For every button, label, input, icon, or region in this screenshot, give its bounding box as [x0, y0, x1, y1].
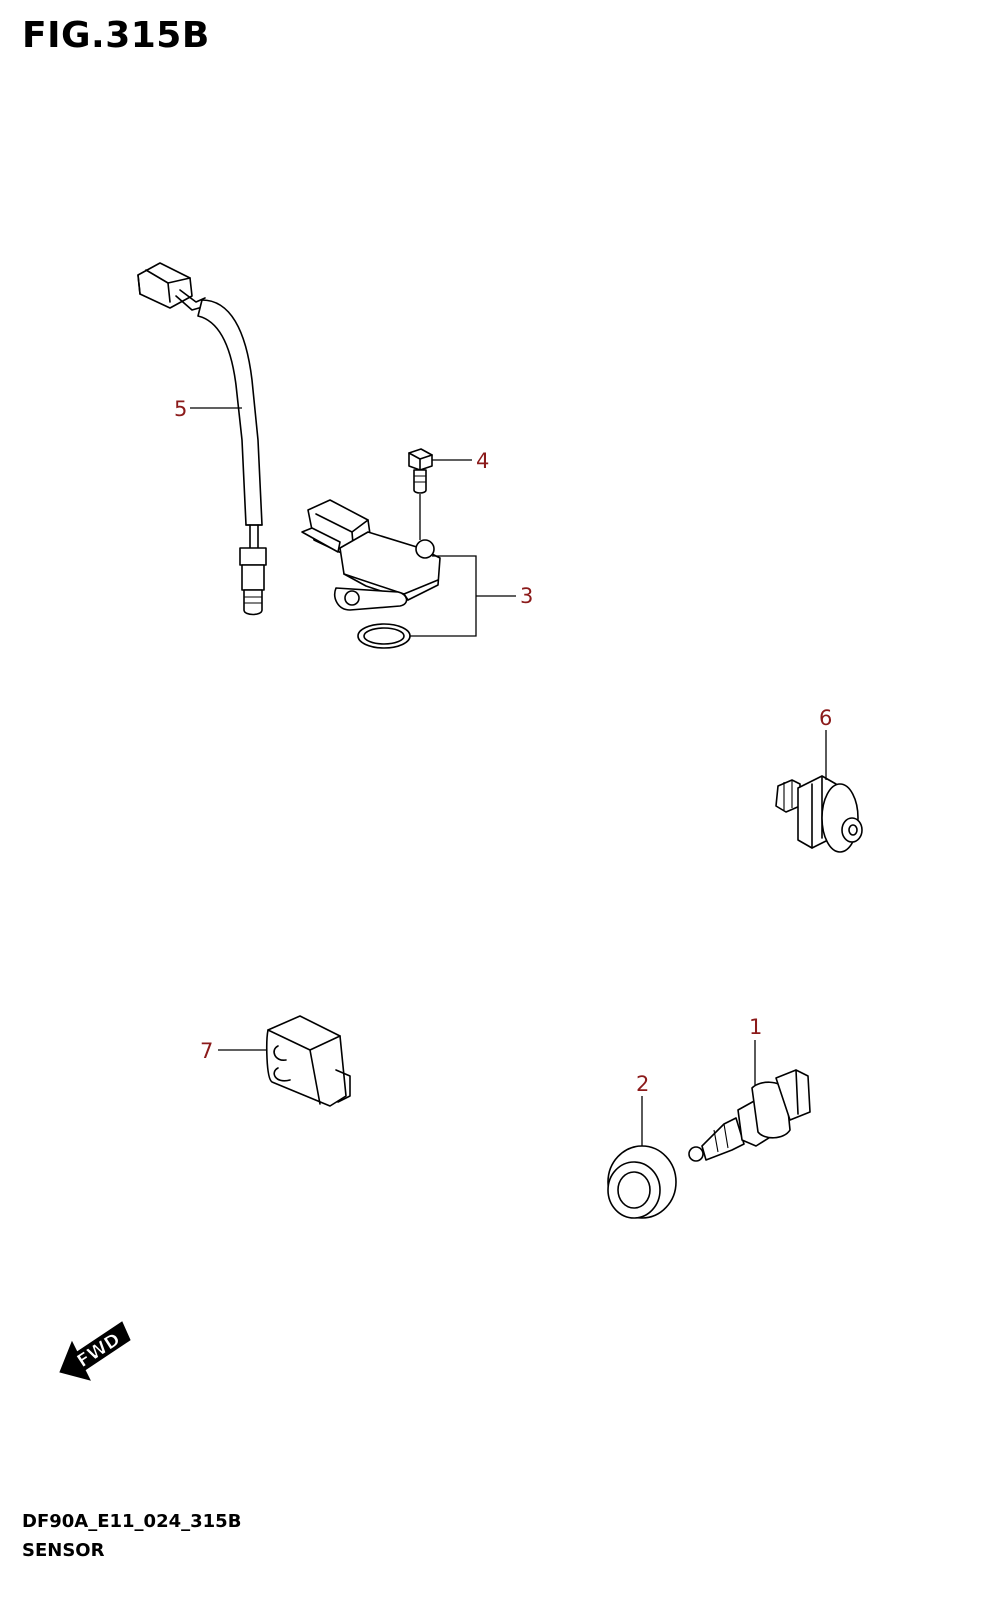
figure-code: DF90A_E11_024_315B: [22, 1511, 242, 1532]
part-4-bolt: [408, 448, 433, 494]
callout-3: 3: [520, 584, 533, 608]
callout-1: 1: [749, 1015, 762, 1039]
fwd-label: FWD: [73, 1329, 124, 1372]
callout-6: 6: [819, 706, 832, 730]
part-7-cushion: [266, 1015, 351, 1107]
callout-5: 5: [174, 397, 187, 421]
callout-4: 4: [476, 449, 489, 473]
part-3-sensor: [301, 499, 441, 649]
fwd-arrow-icon: FWD: [59, 1321, 131, 1381]
leader-lines: [190, 407, 827, 1146]
part-6-pressure-switch: [775, 775, 863, 853]
figure-title: FIG.315B: [22, 15, 210, 56]
part-2-grommet: [607, 1145, 677, 1219]
figure-name: SENSOR: [22, 1540, 105, 1561]
part-5-sensor-harness: [137, 262, 267, 616]
callout-7: 7: [200, 1039, 213, 1063]
callout-2: 2: [636, 1072, 649, 1096]
part-1-temperature-sensor: [688, 1069, 811, 1162]
